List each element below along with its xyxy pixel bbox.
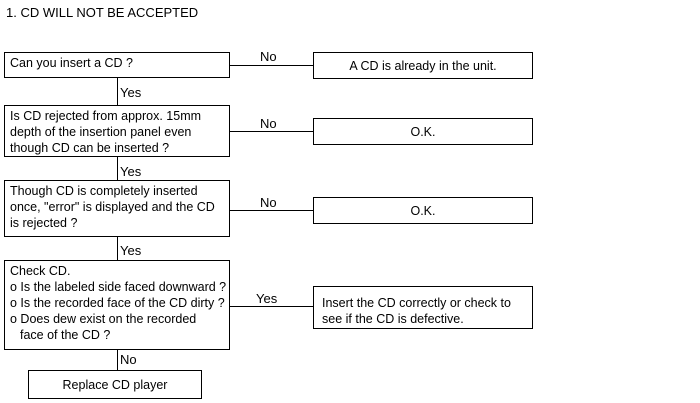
outcome-text: A CD is already in the unit.	[349, 58, 497, 73]
question-text: once, "error" is displayed and the CD	[10, 200, 215, 214]
question-text: face of the CD ?	[20, 328, 111, 342]
branch-label: No	[120, 352, 137, 367]
branch-label: No	[260, 49, 277, 64]
outcome-box-insert-correctly: Insert the CD correctly or check to see …	[313, 286, 533, 329]
question-box-cd-rejected: Is CD rejected from approx. 15mm depth o…	[4, 105, 230, 157]
branch-label: Yes	[120, 85, 142, 100]
connector-line	[117, 157, 118, 180]
connector-line	[230, 210, 313, 211]
question-text: o Does dew exist on the recorded	[10, 312, 197, 326]
question-box-insert-cd: Can you insert a CD ?	[4, 52, 230, 78]
outcome-box-cd-in-unit: A CD is already in the unit.	[313, 52, 533, 79]
question-text: o Is the recorded face of the CD dirty ?	[10, 296, 225, 310]
outcome-box-ok: O.K.	[313, 197, 533, 224]
outcome-text: Insert the CD correctly or check to	[322, 296, 511, 310]
final-text: Replace CD player	[62, 377, 168, 392]
question-text: is rejected ?	[10, 216, 78, 230]
outcome-text: O.K.	[410, 203, 436, 218]
question-box-check-cd: Check CD. o Is the labeled side faced do…	[4, 260, 230, 350]
connector-line	[230, 65, 313, 66]
question-text: Can you insert a CD ?	[10, 56, 133, 70]
question-text: Is CD rejected from approx. 15mm	[10, 109, 202, 123]
connector-line	[230, 306, 313, 307]
question-box-error-displayed: Though CD is completely inserted once, "…	[4, 180, 230, 237]
connector-line	[117, 350, 118, 370]
branch-label: Yes	[256, 291, 278, 306]
outcome-text: see if the CD is defective.	[322, 312, 464, 326]
question-text: depth of the insertion panel even	[10, 125, 192, 139]
branch-label: Yes	[120, 164, 142, 179]
branch-label: Yes	[120, 243, 142, 258]
branch-label: No	[260, 116, 277, 131]
final-box-replace-player: Replace CD player	[28, 370, 202, 399]
outcome-text: O.K.	[410, 124, 436, 139]
question-text: Check CD.	[10, 264, 71, 278]
question-text: Though CD is completely inserted	[10, 184, 198, 198]
connector-line	[117, 78, 118, 105]
connector-line	[230, 131, 313, 132]
connector-line	[117, 237, 118, 260]
page-title: 1. CD WILL NOT BE ACCEPTED	[6, 5, 199, 20]
outcome-box-ok: O.K.	[313, 118, 533, 145]
branch-label: No	[260, 195, 277, 210]
question-text: o Is the labeled side faced downward ?	[10, 280, 227, 294]
question-text: though CD can be inserted ?	[10, 141, 170, 155]
